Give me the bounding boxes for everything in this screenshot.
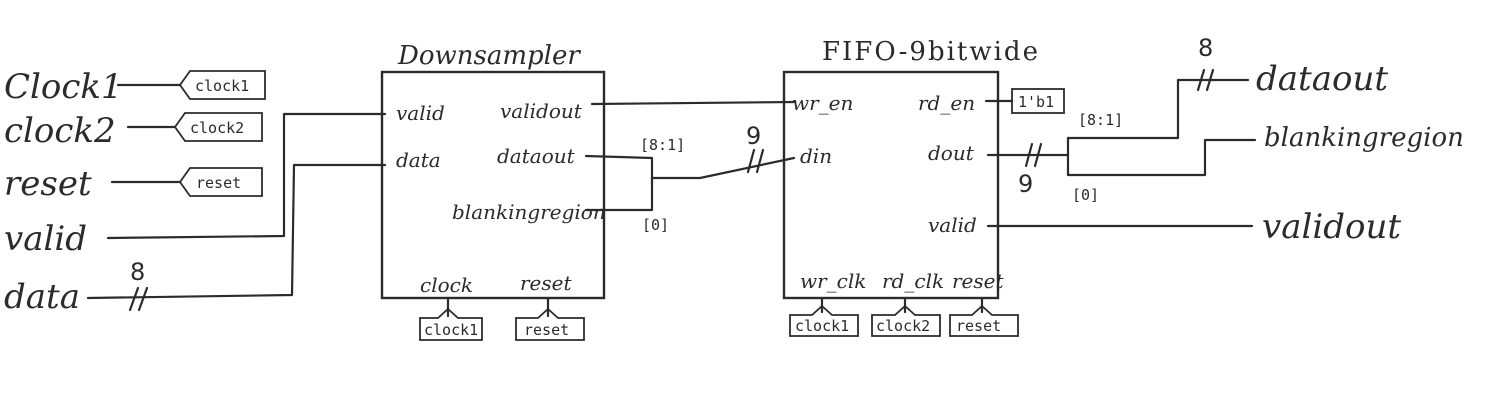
wire-data bbox=[86, 163, 387, 300]
fifo-port-dout: dout bbox=[928, 141, 975, 165]
downsampler-title: Downsampler bbox=[397, 41, 581, 71]
fifo-block bbox=[782, 70, 1000, 300]
tag-reset-in: reset bbox=[178, 167, 263, 197]
dataout-width-label: 8 bbox=[1198, 34, 1213, 62]
fifo-port-wrclk: wr_clk bbox=[800, 269, 866, 293]
downsampler-block bbox=[380, 70, 606, 300]
fifo-port-rdclk: rd_clk bbox=[882, 269, 944, 293]
svg-text:clock1: clock1 bbox=[424, 321, 478, 339]
downsampler-port-blankingregion: blankingregion bbox=[452, 200, 606, 224]
data-width-label: 8 bbox=[130, 258, 145, 286]
input-label-clock2: clock2 bbox=[4, 111, 116, 151]
svg-text:clock2: clock2 bbox=[876, 317, 930, 335]
out-slice-label-hi: [8:1] bbox=[1078, 111, 1123, 129]
downsampler-port-reset: reset bbox=[520, 271, 572, 295]
downsampler-port-data: data bbox=[396, 148, 441, 172]
wire-merged-to-din bbox=[650, 156, 796, 180]
wire-valid bbox=[106, 112, 387, 240]
fifo-port-din: din bbox=[800, 144, 832, 168]
svg-text:reset: reset bbox=[524, 321, 569, 339]
input-label-data: data bbox=[4, 277, 80, 317]
tag-rden-constant: 1'b1 bbox=[1011, 88, 1065, 114]
input-label-reset: reset bbox=[4, 164, 92, 204]
tag-clock1-fifo: clock1 bbox=[789, 304, 859, 337]
output-label-blankingregion: blankingregion bbox=[1264, 123, 1464, 153]
wire-dataout-out bbox=[1066, 78, 1250, 140]
fifo-port-valid: valid bbox=[928, 213, 977, 237]
dout-width-label: 9 bbox=[1018, 170, 1033, 198]
downsampler-port-clock: clock bbox=[420, 273, 473, 297]
slice-label-hi: [8:1] bbox=[640, 136, 685, 154]
svg-text:clock2: clock2 bbox=[190, 119, 244, 137]
bus-mark-data bbox=[128, 286, 149, 312]
tag-clock1-downsampler: clock1 bbox=[419, 307, 483, 341]
output-label-validout: validout bbox=[1262, 207, 1401, 247]
out-slice-label-lo: [0] bbox=[1072, 186, 1099, 204]
din-width-label: 9 bbox=[746, 122, 761, 150]
wire-dataout-blanking-merge bbox=[584, 154, 654, 212]
downsampler-port-dataout: dataout bbox=[497, 144, 576, 168]
input-label-clock1: Clock1 bbox=[4, 67, 123, 107]
output-label-dataout: dataout bbox=[1256, 59, 1388, 99]
svg-text:1'b1: 1'b1 bbox=[1018, 93, 1054, 111]
fifo-port-wren: wr_en bbox=[792, 91, 853, 115]
tag-reset-downsampler: reset bbox=[515, 307, 585, 341]
fifo-title: FIFO-9bitwide bbox=[822, 37, 1040, 67]
svg-text:clock1: clock1 bbox=[195, 77, 249, 95]
bus-mark-dout bbox=[1024, 142, 1043, 168]
downsampler-port-validout: validout bbox=[500, 99, 583, 123]
bus-mark-din bbox=[746, 148, 765, 174]
slice-label-lo: [0] bbox=[642, 216, 669, 234]
svg-text:reset: reset bbox=[196, 174, 241, 192]
wire-validout-wren bbox=[590, 100, 796, 106]
wire-blanking-out bbox=[1066, 138, 1257, 177]
bus-mark-dataout bbox=[1196, 68, 1215, 92]
downsampler-port-valid: valid bbox=[396, 101, 445, 125]
tag-reset-fifo: reset bbox=[949, 304, 1019, 337]
tag-clock1-in: clock1 bbox=[178, 70, 266, 100]
tag-clock2-in: clock2 bbox=[173, 112, 263, 142]
svg-text:reset: reset bbox=[956, 317, 1001, 335]
input-label-valid: valid bbox=[4, 219, 87, 259]
tag-clock2-fifo: clock2 bbox=[871, 304, 941, 337]
svg-text:clock1: clock1 bbox=[795, 317, 849, 335]
fifo-port-rden: rd_en bbox=[918, 91, 975, 115]
fifo-port-reset: reset bbox=[952, 269, 1004, 293]
